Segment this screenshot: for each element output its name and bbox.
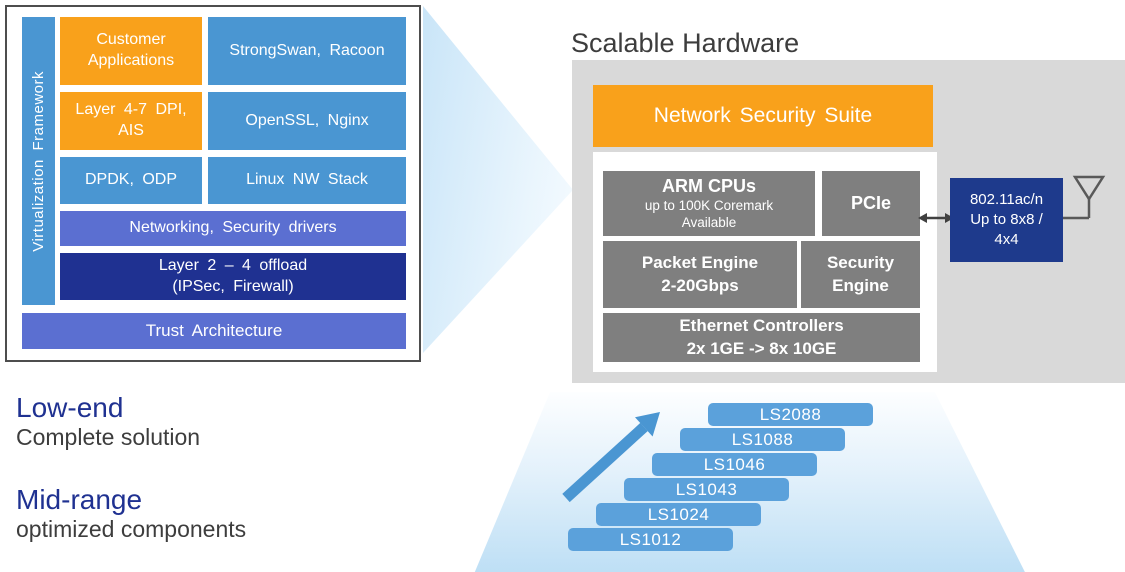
layer4-7-dpi-box: Layer 4-7 DPI, AIS — [60, 92, 202, 150]
packet-engine-block: Packet Engine 2-20Gbps — [603, 241, 797, 308]
layer2-4-offload-box: Layer 2 – 4 offload (IPSec, Firewall) — [60, 253, 406, 300]
arm-cpus-title: ARM CPUs — [661, 175, 756, 196]
growth-arrow-icon — [562, 412, 660, 503]
chip-ls1024: LS1024 — [596, 503, 761, 526]
packet-engine-line2: 2-20Gbps — [661, 275, 739, 295]
offload-line2: (IPSec, Firewall) — [172, 277, 294, 295]
ethernet-line1: Ethernet Controllers — [679, 316, 844, 336]
arm-cpus-sub2: Available — [681, 215, 737, 231]
chip-ls1046: LS1046 — [652, 453, 817, 476]
chip-ls1088: LS1088 — [680, 428, 845, 451]
offload-line1: Layer 2 – 4 offload — [158, 256, 308, 274]
virtualization-framework-bar: Virtualization Framework — [22, 17, 55, 305]
customer-applications-box: Customer Applications — [60, 17, 202, 85]
low-end-title: Low-end — [16, 392, 124, 423]
strongswan-racoon-box: StrongSwan, Racoon — [208, 17, 406, 85]
ethernet-line2: 2x 1GE -> 8x 10GE — [686, 338, 837, 358]
arm-cpus-block: ARM CPUs up to 100K Coremark Available — [603, 171, 815, 236]
antenna-icon — [1063, 175, 1106, 220]
networking-security-drivers-box: Networking, Security drivers — [60, 211, 406, 246]
packet-engine-line1: Packet Engine — [641, 253, 759, 273]
ethernet-controllers-block: Ethernet Controllers 2x 1GE -> 8x 10GE — [603, 313, 920, 362]
wifi-line2: Up to 8x8 / — [970, 210, 1043, 228]
openssl-nginx-box: OpenSSL, Nginx — [208, 92, 406, 150]
arm-cpus-sub1: up to 100K Coremark — [644, 198, 774, 214]
software-stack-panel: Virtualization Framework Customer Applic… — [5, 5, 421, 362]
scalable-hardware-title: Scalable Hardware — [571, 28, 800, 58]
wifi-line3: 4x4 — [994, 231, 1019, 249]
security-engine-block: Security Engine — [801, 241, 920, 308]
bidirectional-arrow-icon — [918, 213, 954, 223]
mid-range-subtitle: optimized components — [16, 516, 247, 542]
chip-ls2088: LS2088 — [708, 403, 873, 426]
chip-ls1043: LS1043 — [624, 478, 789, 501]
security-engine-line1: Security — [826, 253, 895, 273]
linux-nw-stack-box: Linux NW Stack — [208, 157, 406, 204]
chip-ls1012: LS1012 — [568, 528, 733, 551]
pcie-block: PCIe — [822, 171, 920, 236]
trust-architecture-box: Trust Architecture — [22, 313, 406, 349]
zoom-beam-shape — [423, 6, 573, 353]
low-end-subtitle: Complete solution — [16, 424, 201, 450]
wifi-line1: 802.11ac/n — [969, 190, 1044, 208]
virtualization-framework-label: Virtualization Framework — [30, 70, 47, 252]
dpdk-odp-box: DPDK, ODP — [60, 157, 202, 204]
network-security-suite-header: Network Security Suite — [593, 85, 933, 147]
security-engine-line2: Engine — [832, 275, 889, 295]
wifi-802-11-box: 802.11ac/n Up to 8x8 / 4x4 — [950, 178, 1063, 262]
mid-range-title: Mid-range — [16, 484, 143, 515]
